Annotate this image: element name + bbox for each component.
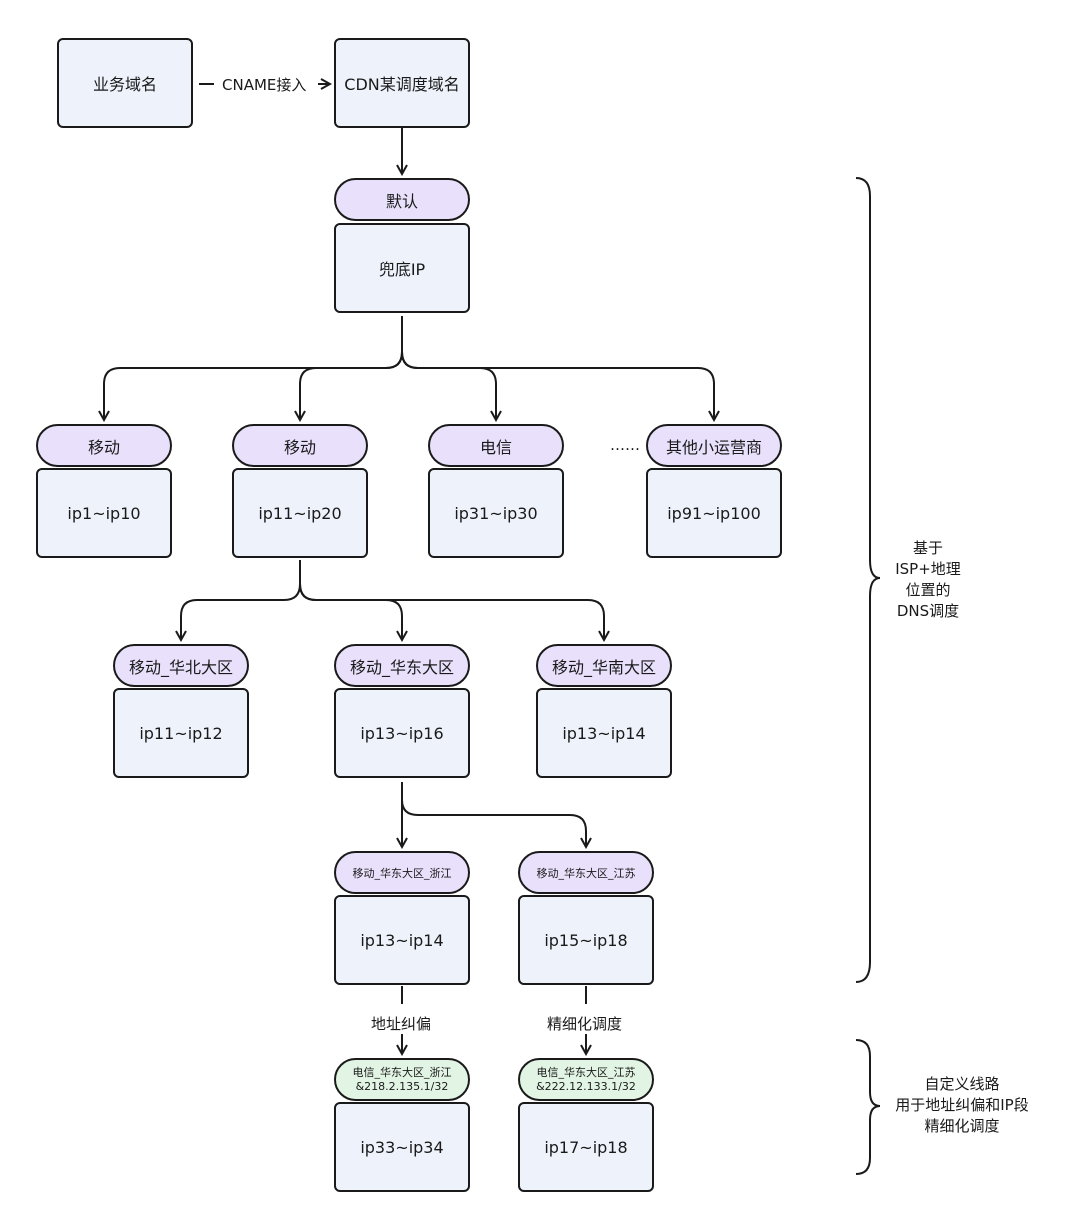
isp-range-box: ip31~ip30 bbox=[428, 468, 564, 558]
isp-tag: 电信 bbox=[428, 424, 564, 467]
isp-tag-label: 其他小运营商 bbox=[665, 437, 762, 457]
province-range-label: ip13~ip14 bbox=[360, 930, 444, 950]
connector-isp-region bbox=[299, 583, 604, 640]
business-domain-box: 业务域名 bbox=[57, 38, 193, 128]
custom-line-note: 自定义线路 用于地址纠偏和IP段 精细化调度 bbox=[882, 1074, 1042, 1137]
province-range-box: ip15~ip18 bbox=[518, 895, 654, 985]
note-line: DNS调度 bbox=[896, 602, 960, 620]
region-range-label: ip13~ip16 bbox=[360, 723, 444, 743]
custom-range-box: ip17~ip18 bbox=[518, 1102, 654, 1192]
region-range-label: ip11~ip12 bbox=[139, 723, 223, 743]
connector-default-isp bbox=[401, 351, 496, 420]
isp-tag: 移动 bbox=[232, 424, 368, 467]
isp-range-box: ip11~ip20 bbox=[232, 468, 368, 558]
region-tag: 移动_华南大区 bbox=[536, 644, 672, 687]
province-tag: 移动_华东大区_江苏 bbox=[518, 851, 654, 894]
curly-brace-upper bbox=[855, 177, 881, 983]
business-domain-label: 业务域名 bbox=[92, 75, 157, 94]
connector-default-isp bbox=[300, 351, 403, 420]
note-line: ISP+地理 bbox=[895, 560, 961, 578]
note-line: 基于 bbox=[912, 539, 943, 557]
province-range-box: ip13~ip14 bbox=[334, 895, 470, 985]
custom-range-label: ip17~ip18 bbox=[544, 1137, 628, 1157]
region-tag-label: 移动_华南大区 bbox=[551, 657, 656, 677]
isp-tag: 移动 bbox=[36, 424, 172, 467]
province-tag-label: 移动_华东大区_浙江 bbox=[352, 866, 452, 880]
region-range-box: ip13~ip16 bbox=[334, 688, 470, 778]
connector-region-province bbox=[401, 799, 586, 847]
note-line: 用于地址纠偏和IP段 bbox=[895, 1096, 1029, 1114]
custom-line-tag: 电信_华东大区_江苏 &222.12.133.1/32 bbox=[518, 1058, 654, 1101]
fine-scheduling-label: 精细化调度 bbox=[547, 1013, 623, 1034]
isp-tag-label: 移动 bbox=[87, 437, 120, 457]
fallback-ip-box: 兜底IP bbox=[334, 223, 470, 313]
province-tag-label: 移动_华东大区_江苏 bbox=[536, 866, 636, 880]
region-range-box: ip11~ip12 bbox=[113, 688, 249, 778]
custom-line-tag-name: 电信_华东大区_浙江 bbox=[352, 1065, 452, 1079]
isp-ellipsis: …… bbox=[610, 436, 640, 454]
region-range-label: ip13~ip14 bbox=[562, 723, 646, 743]
isp-range-label: ip1~ip10 bbox=[67, 503, 141, 523]
custom-range-box: ip33~ip34 bbox=[334, 1102, 470, 1192]
isp-range-label: ip91~ip100 bbox=[667, 503, 761, 523]
cdn-domain-label: CDN某调度域名 bbox=[344, 75, 460, 94]
note-line: 自定义线路 bbox=[924, 1075, 1000, 1093]
region-range-box: ip13~ip14 bbox=[536, 688, 672, 778]
isp-range-label: ip31~ip30 bbox=[454, 503, 538, 523]
cname-label: CNAME接入 bbox=[222, 74, 307, 95]
isp-tag: 其他小运营商 bbox=[646, 424, 782, 467]
isp-range-box: ip91~ip100 bbox=[646, 468, 782, 558]
province-range-label: ip15~ip18 bbox=[544, 930, 628, 950]
region-tag: 移动_华北大区 bbox=[113, 644, 249, 687]
cdn-domain-box: CDN某调度域名 bbox=[334, 38, 470, 128]
default-tag: 默认 bbox=[334, 178, 470, 221]
fallback-ip-label: 兜底IP bbox=[378, 260, 426, 279]
address-correction-label: 地址纠偏 bbox=[371, 1013, 432, 1034]
default-tag-label: 默认 bbox=[385, 191, 418, 211]
connector-default-isp bbox=[401, 351, 714, 420]
isp-tag-label: 电信 bbox=[479, 437, 512, 457]
region-tag-label: 移动_华东大区 bbox=[349, 657, 454, 677]
isp-range-box: ip1~ip10 bbox=[36, 468, 172, 558]
custom-line-tag-name: 电信_华东大区_江苏 bbox=[536, 1065, 636, 1079]
curly-brace-lower bbox=[855, 1039, 881, 1175]
isp-range-label: ip11~ip20 bbox=[258, 503, 342, 523]
region-tag-label: 移动_华北大区 bbox=[128, 657, 233, 677]
custom-range-label: ip33~ip34 bbox=[360, 1137, 444, 1157]
note-line: 位置的 bbox=[905, 581, 951, 599]
custom-line-tag: 电信_华东大区_浙江 &218.2.135.1/32 bbox=[334, 1058, 470, 1101]
custom-line-tag-ip: &218.2.135.1/32 bbox=[355, 1079, 449, 1093]
province-tag: 移动_华东大区_浙江 bbox=[334, 851, 470, 894]
region-tag: 移动_华东大区 bbox=[334, 644, 470, 687]
isp-geo-dns-note: 基于 ISP+地理 位置的 DNS调度 bbox=[880, 538, 976, 622]
connector-isp-region bbox=[181, 560, 301, 640]
connector-isp-region bbox=[299, 583, 402, 640]
note-line: 精细化调度 bbox=[924, 1117, 1000, 1135]
custom-line-tag-ip: &222.12.133.1/32 bbox=[536, 1079, 636, 1093]
isp-tag-label: 移动 bbox=[283, 437, 316, 457]
